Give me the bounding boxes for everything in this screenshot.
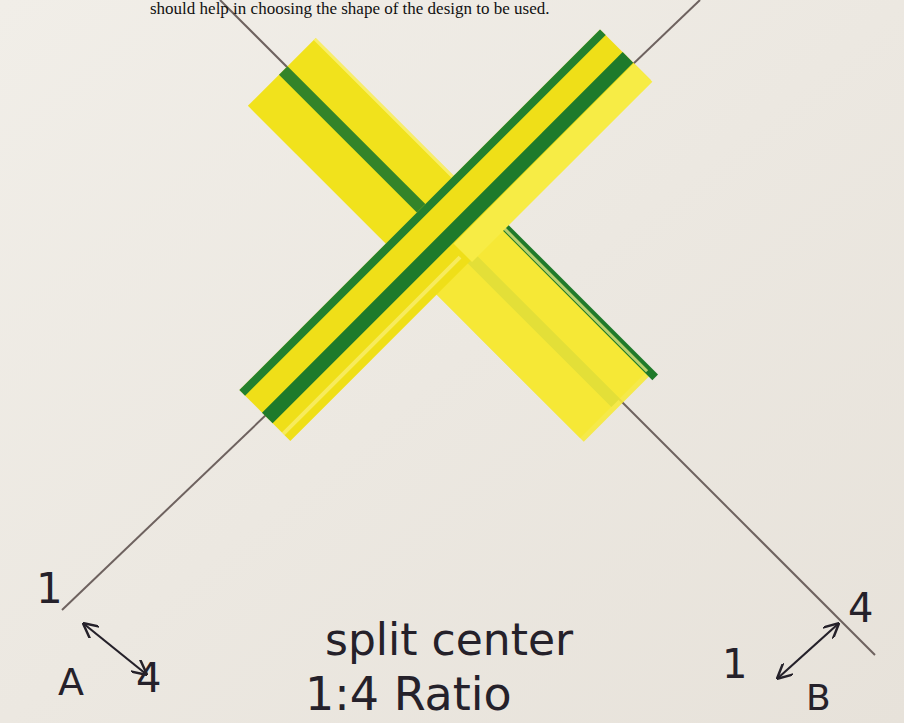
ratio-number: 4 [136,656,161,700]
ratio-number: 1 [722,642,747,686]
ratio-number: 1 [36,566,63,612]
line-letter: A [58,662,84,704]
tape-band-b [248,35,658,445]
tape-band-a [239,29,652,442]
double-arrow [778,624,838,678]
line-letter: B [806,678,831,718]
ratio-number: 4 [848,586,873,630]
note-text: 1:4 Ratio [305,669,512,720]
guide-line-a [62,0,700,610]
caption-fragment: should help in choosing the shape of the… [150,0,549,19]
guide-line-b [220,0,875,655]
note-text: split center [325,616,573,664]
